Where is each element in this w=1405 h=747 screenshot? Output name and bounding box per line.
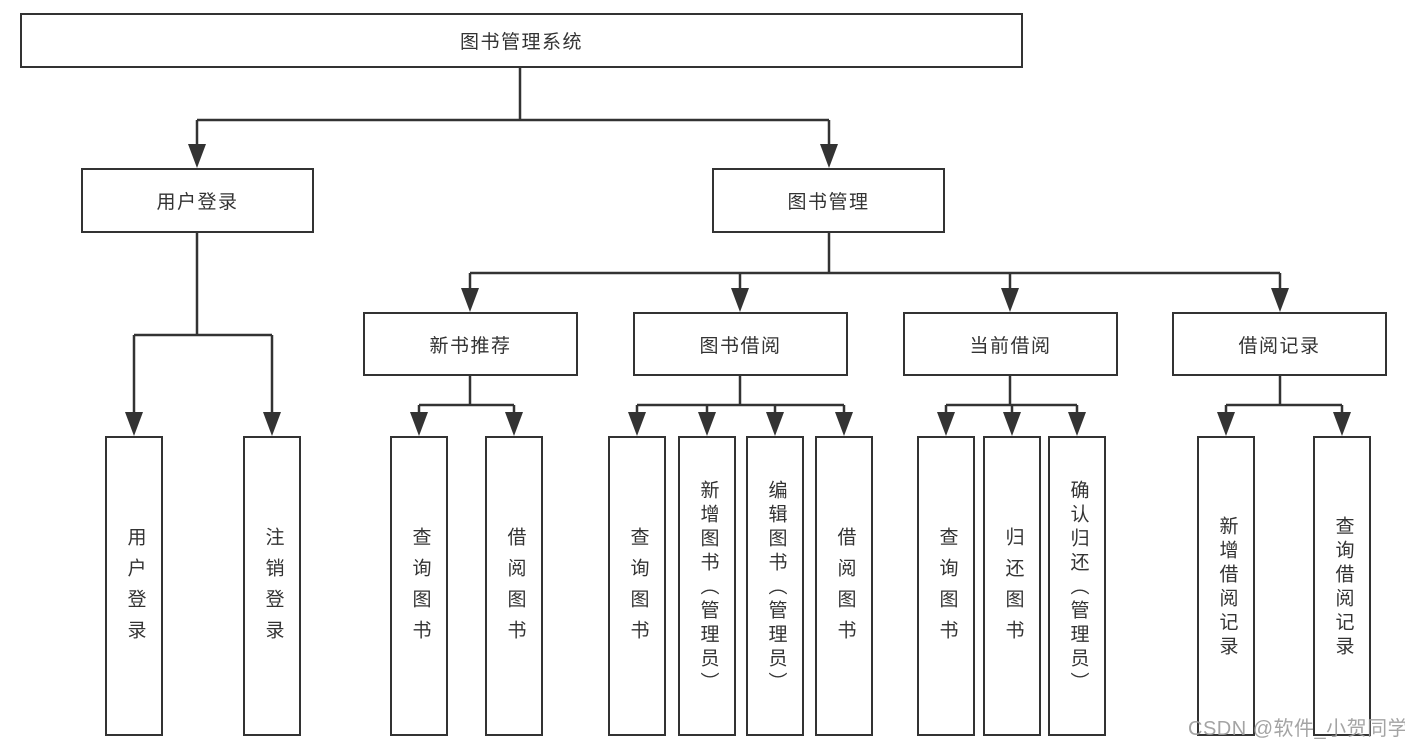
connector-userlogin-to-leaves [125, 233, 281, 436]
arrowhead [505, 412, 523, 436]
arrowhead [125, 412, 143, 436]
arrowhead [461, 288, 479, 312]
node-label: 归还图书 [1002, 527, 1024, 651]
node-label: 用户登录 [156, 192, 239, 213]
node-user-login: 用户登录 [81, 168, 314, 233]
arrowhead [410, 412, 428, 436]
connector-bookborrow-to-leaves [628, 376, 853, 436]
node-label: 查询借阅记录 [1332, 515, 1354, 660]
arrowhead [263, 412, 281, 436]
arrowhead [1001, 288, 1019, 312]
node-leaf-borrow-book-1: 借阅图书 [485, 436, 543, 736]
node-label: 查询图书 [627, 527, 649, 651]
arrowhead [766, 412, 784, 436]
node-leaf-query-book-2: 查询图书 [608, 436, 666, 736]
node-label: 图书管理系统 [459, 32, 583, 53]
node-leaf-user-login: 用户登录 [105, 436, 163, 736]
node-label: 新增借阅记录 [1216, 515, 1238, 660]
node-current-borrow: 当前借阅 [903, 312, 1118, 376]
node-label: 编辑图书（管理员） [765, 479, 787, 696]
arrowhead [1271, 288, 1289, 312]
node-label: 借阅图书 [834, 527, 856, 651]
arrowhead [628, 412, 646, 436]
node-label: 图书借阅 [699, 335, 782, 357]
node-label: 当前借阅 [969, 335, 1052, 357]
node-borrow-records: 借阅记录 [1172, 312, 1387, 376]
node-label: 借阅记录 [1238, 335, 1321, 357]
node-leaf-logout: 注销登录 [243, 436, 301, 736]
connector-bookmgmt-to-level3 [461, 233, 1289, 312]
node-label: 注销登录 [262, 527, 284, 651]
node-leaf-query-book-3: 查询图书 [917, 436, 975, 736]
node-book-management: 图书管理 [712, 168, 945, 233]
arrowhead [820, 144, 838, 168]
csdn-watermark: CSDN @软件_小贺同学 [1188, 718, 1405, 740]
node-leaf-confirm-return-admin: 确认归还（管理员） [1048, 436, 1106, 736]
arrowhead [1068, 412, 1086, 436]
node-leaf-borrow-book-2: 借阅图书 [815, 436, 873, 736]
node-leaf-add-borrow-record: 新增借阅记录 [1197, 436, 1255, 736]
connector-root-to-level2 [188, 68, 838, 168]
arrowhead [835, 412, 853, 436]
node-leaf-add-book-admin: 新增图书（管理员） [678, 436, 736, 736]
node-label: 图书管理 [787, 192, 870, 213]
arrowhead [937, 412, 955, 436]
arrowhead [1003, 412, 1021, 436]
node-root-system: 图书管理系统 [20, 13, 1023, 68]
node-leaf-edit-book-admin: 编辑图书（管理员） [746, 436, 804, 736]
node-label: 确认归还（管理员） [1067, 479, 1089, 696]
connector-currentborrow-to-leaves [937, 376, 1086, 436]
node-label: 新增图书（管理员） [697, 479, 719, 696]
node-label: 查询图书 [409, 527, 431, 651]
node-label: 用户登录 [124, 527, 146, 651]
arrowhead [698, 412, 716, 436]
arrowhead [188, 144, 206, 168]
arrowhead [1333, 412, 1351, 436]
connector-newbook-to-leaves [410, 376, 523, 436]
node-leaf-query-book-1: 查询图书 [390, 436, 448, 736]
node-book-borrow: 图书借阅 [633, 312, 848, 376]
node-label: 新书推荐 [429, 335, 512, 357]
node-leaf-return-book: 归还图书 [983, 436, 1041, 736]
node-label: 借阅图书 [504, 527, 526, 651]
node-leaf-query-borrow-record: 查询借阅记录 [1313, 436, 1371, 736]
arrowhead [1217, 412, 1235, 436]
connector-records-to-leaves [1217, 376, 1351, 436]
node-new-book-recommend: 新书推荐 [363, 312, 578, 376]
node-label: 查询图书 [936, 527, 958, 651]
arrowhead [731, 288, 749, 312]
